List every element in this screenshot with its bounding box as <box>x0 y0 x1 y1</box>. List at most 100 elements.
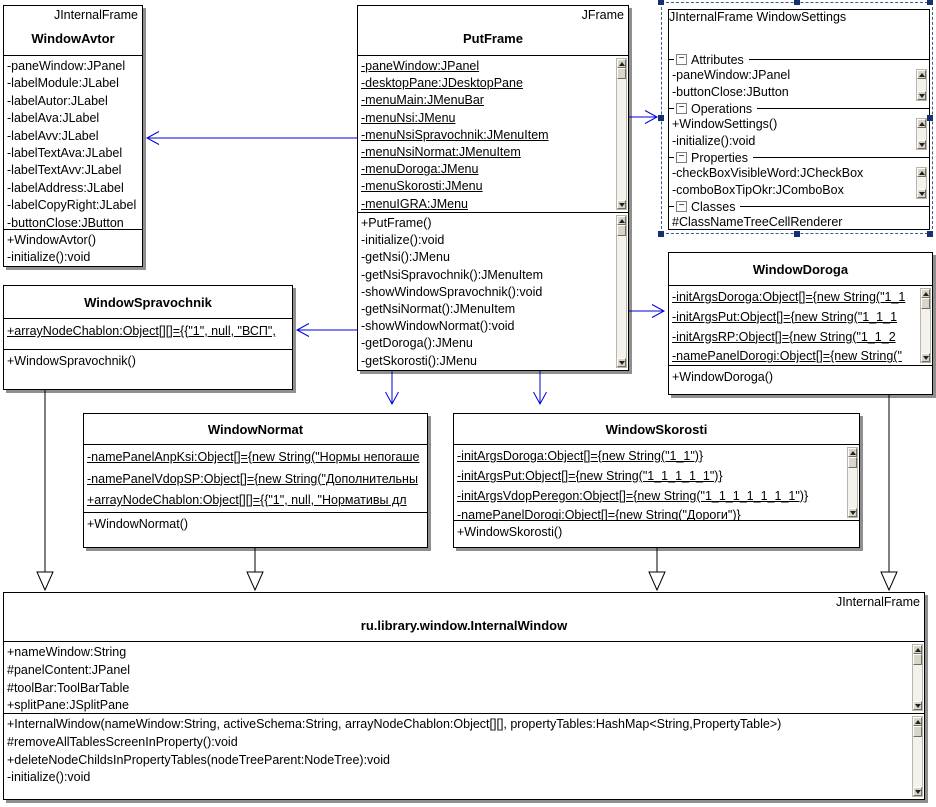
scroll-track[interactable] <box>617 79 626 200</box>
class-windownormat[interactable]: WindowNormat -namePanelAnpKsi:Object[]={… <box>83 413 428 548</box>
vertical-scrollbar[interactable] <box>916 118 927 150</box>
attribute-row[interactable]: -paneWindow:JPanel <box>672 68 791 82</box>
scroll-up-button[interactable] <box>617 216 626 225</box>
operation-row[interactable]: -initialize():void <box>672 134 756 148</box>
scroll-track[interactable] <box>848 468 857 508</box>
class-windowskorosti[interactable]: WindowSkorosti -initArgsDoroga:Object[]=… <box>453 413 860 548</box>
property-row[interactable]: -comboBoxTipOkr:JComboBox <box>672 183 844 197</box>
attribute-row[interactable]: -menuSkorosti:JMenu <box>361 179 483 194</box>
scroll-track[interactable] <box>917 177 926 189</box>
selection-handle[interactable] <box>927 231 933 237</box>
attribute-row[interactable]: +splitPane:JSplitPane <box>7 698 129 713</box>
scroll-track[interactable] <box>917 128 926 140</box>
attribute-row[interactable]: -initArgsRP:Object[]={new String("1_1_2 <box>672 329 896 344</box>
attribute-row[interactable]: -menuNsiSpravochnik:JMenuItem <box>361 127 549 142</box>
attribute-row[interactable]: -namePanelVdopSP:Object[]={new String("Д… <box>87 471 418 486</box>
attribute-row[interactable]: -labelModule:JLabel <box>7 76 119 91</box>
class-header[interactable]: JInternalFrame ru.library.window.Interna… <box>4 593 924 641</box>
method-row[interactable]: +InternalWindow(nameWindow:String, activ… <box>7 717 782 731</box>
scroll-up-button[interactable] <box>917 119 926 128</box>
vertical-scrollbar[interactable] <box>920 288 931 363</box>
class-name[interactable]: ru.library.window.InternalWindow <box>360 618 568 633</box>
class-name[interactable]: WindowSpravochnik <box>84 295 212 310</box>
method-row[interactable]: +PutFrame() <box>361 216 432 230</box>
collapse-icon[interactable]: − <box>676 103 687 114</box>
selection-handle[interactable] <box>927 115 933 121</box>
class-name[interactable]: WindowSettings <box>756 10 847 24</box>
class-header[interactable]: JFrame PutFrame <box>358 6 628 55</box>
method-row[interactable]: -initialize():void <box>361 233 445 248</box>
method-row[interactable]: +WindowDoroga() <box>672 370 774 384</box>
operation-row[interactable]: +WindowSettings() <box>672 117 778 131</box>
scroll-down-button[interactable] <box>913 701 922 710</box>
class-windowsettings[interactable]: JInternalFrame WindowSettings − Attribut… <box>668 9 930 230</box>
class-header[interactable]: WindowNormat <box>84 414 427 444</box>
attribute-row[interactable]: -labelTextAva:JLabel <box>7 145 123 160</box>
selection-handle[interactable] <box>794 0 800 5</box>
attribute-row[interactable]: +arrayNodeChablon:Object[][]={{"1", null… <box>7 324 276 338</box>
scroll-down-button[interactable] <box>921 353 930 362</box>
class-header[interactable]: JInternalFrame WindowSettings <box>669 10 929 52</box>
attribute-row[interactable]: -initArgsDoroga:Object[]={new String("1_… <box>457 449 704 463</box>
scroll-down-button[interactable] <box>917 140 926 149</box>
method-row[interactable]: +WindowNormat() <box>87 517 189 531</box>
class-putframe[interactable]: JFrame PutFrame -paneWindow:JPanel -desk… <box>357 5 629 371</box>
attribute-row[interactable]: -desktopPane:JDesktopPane <box>361 76 523 91</box>
scroll-track[interactable] <box>617 236 626 358</box>
collapse-icon[interactable]: − <box>676 54 687 65</box>
selection-handle[interactable] <box>794 231 800 237</box>
scroll-track[interactable] <box>913 665 922 701</box>
attribute-row[interactable]: #toolBar:ToolBarTable <box>7 680 130 695</box>
method-row[interactable]: -initialize():void <box>7 770 91 785</box>
vertical-scrollbar[interactable] <box>912 644 923 711</box>
attribute-row[interactable]: -menuDoroga:JMenu <box>361 162 479 177</box>
scroll-down-button[interactable] <box>917 189 926 198</box>
class-row[interactable]: #ClassNameTreeCellRenderer <box>672 215 843 229</box>
attribute-row[interactable]: -initArgsPut:Object[]={new String("1_1_1 <box>672 309 898 324</box>
method-row[interactable]: #removeAllTablesScreenInProperty():void <box>7 734 238 749</box>
class-name[interactable]: WindowNormat <box>207 422 304 437</box>
attribute-row[interactable]: -initArgsVdopPeregon:Object[]={new Strin… <box>457 488 809 503</box>
vertical-scrollbar[interactable] <box>916 69 927 101</box>
attribute-row[interactable]: -labelAutor:JLabel <box>7 93 108 108</box>
attribute-row[interactable]: -paneWindow:JPanel <box>7 59 126 73</box>
class-header[interactable]: WindowDoroga <box>669 253 932 285</box>
class-name[interactable]: WindowSkorosti <box>605 422 708 437</box>
vertical-scrollbar[interactable] <box>616 215 627 368</box>
attribute-row[interactable]: -namePanelDorogi:Object[]={new String(" <box>672 349 902 364</box>
scroll-up-button[interactable] <box>913 717 922 726</box>
property-row[interactable]: -checkBoxVisibleWord:JCheckBox <box>672 166 864 180</box>
scroll-track[interactable] <box>917 79 926 91</box>
scroll-track[interactable] <box>921 309 930 353</box>
scroll-down-button[interactable] <box>617 200 626 209</box>
method-row[interactable]: -getSkorosti():JMenu <box>361 353 478 368</box>
attribute-row[interactable]: -labelAva:JLabel <box>7 111 100 126</box>
class-name[interactable]: WindowAvtor <box>31 31 115 46</box>
scroll-up-button[interactable] <box>913 645 922 654</box>
scroll-up-button[interactable] <box>921 289 930 298</box>
vertical-scrollbar[interactable] <box>912 716 923 797</box>
collapse-icon[interactable]: − <box>676 201 687 212</box>
method-row[interactable]: -showWindowSpravochnik():void <box>361 284 543 299</box>
selection-handle[interactable] <box>658 0 664 5</box>
class-name[interactable]: PutFrame <box>463 31 523 46</box>
scroll-thumb[interactable] <box>617 68 626 79</box>
method-row[interactable]: -showWindowNormat():void <box>361 319 515 334</box>
method-row[interactable]: +deleteNodeChildsInPropertyTables(nodeTr… <box>7 752 390 767</box>
attribute-row[interactable]: +arrayNodeChablon:Object[][]={{"1", null… <box>87 493 407 507</box>
method-row[interactable]: -getNsiSpravochnik():JMenuItem <box>361 267 544 282</box>
scroll-thumb[interactable] <box>921 298 930 309</box>
class-header[interactable]: WindowSkorosti <box>454 414 859 444</box>
class-header[interactable]: WindowSpravochnik <box>4 286 292 318</box>
attribute-row[interactable]: -labelTextAvv:JLabel <box>7 163 122 178</box>
vertical-scrollbar[interactable] <box>916 167 927 199</box>
attribute-row[interactable]: -namePanelAnpKsi:Object[]={new String("Н… <box>87 450 420 464</box>
vertical-scrollbar[interactable] <box>847 447 858 518</box>
scroll-up-button[interactable] <box>917 70 926 79</box>
selection-handle[interactable] <box>658 231 664 237</box>
attribute-row[interactable]: -menuMain:JMenuBar <box>361 93 484 108</box>
attribute-row[interactable]: -labelAddress:JLabel <box>7 180 124 195</box>
scroll-down-button[interactable] <box>848 508 857 517</box>
scroll-thumb[interactable] <box>913 726 922 737</box>
